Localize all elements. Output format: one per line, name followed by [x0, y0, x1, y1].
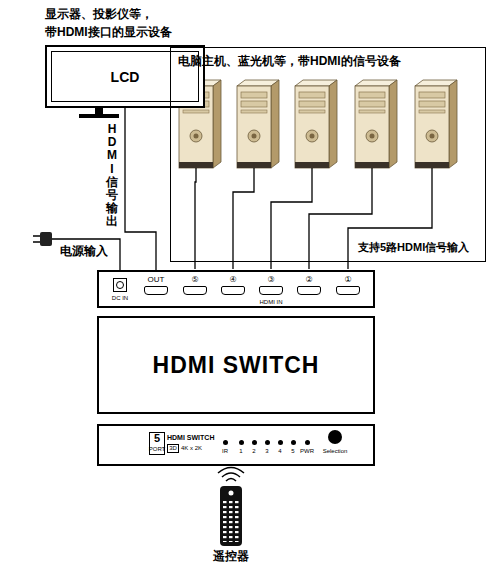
- node-text: ①: [333, 275, 363, 285]
- hdmi-out-port: OUT: [141, 275, 171, 299]
- monitor-base: [79, 114, 119, 118]
- power-adapter: [33, 232, 120, 274]
- panel-label: 3D: [167, 445, 179, 452]
- node-decoration: [278, 440, 283, 445]
- node-text: HDMI SWITCH: [153, 352, 320, 379]
- node-decoration: [223, 440, 228, 445]
- hdmi-in-port: ②: [294, 275, 324, 299]
- hdmi-in-port: ③: [256, 275, 286, 299]
- panel-label: 4: [270, 448, 290, 455]
- node-decoration: [239, 440, 244, 445]
- panel-label: PWR: [297, 448, 317, 455]
- node-decoration: [265, 440, 270, 445]
- computer-tower: [295, 80, 337, 168]
- node-text: ⑤: [180, 275, 210, 285]
- node-text: ③: [256, 275, 286, 285]
- panel-label: PORT: [148, 446, 166, 453]
- computer-tower: [355, 80, 397, 168]
- panel-label: 4K x 2K: [181, 445, 202, 452]
- switch-front-panel: HDMI SWITCH5PORT3D4K x 2KIR12345PWRSelec…: [97, 424, 375, 466]
- node-decoration: [183, 286, 207, 295]
- panel-label: 1: [231, 448, 251, 455]
- node-decoration: [297, 286, 321, 295]
- node-text: OUT: [141, 275, 171, 285]
- node-text: ②: [294, 275, 324, 285]
- node-decoration: [116, 281, 124, 289]
- node-decoration: [328, 430, 342, 444]
- monitor-neck: [95, 108, 103, 114]
- panel-label: 电源输入: [60, 243, 108, 260]
- panel-label: 2: [244, 448, 264, 455]
- hdmi-in-port: ①: [333, 275, 363, 299]
- remote-control: [218, 468, 244, 547]
- node-text: DC IN: [107, 295, 133, 301]
- node-decoration: [336, 286, 360, 295]
- panel-label: 3: [257, 448, 277, 455]
- node-decoration: [259, 286, 283, 295]
- dc-in-jack: DC IN: [107, 276, 133, 306]
- node-text: 支持5路HDMI信号输入: [358, 240, 469, 255]
- switch-body: HDMI SWITCH: [97, 316, 375, 414]
- node-text: LCD: [111, 69, 140, 85]
- hdmi-cables: [195, 168, 432, 269]
- hdmi-in-port: ⑤: [180, 275, 210, 299]
- node-decoration: [305, 440, 310, 445]
- node-text: 电脑主机、蓝光机等，带HDMI的信号设备: [178, 53, 401, 70]
- switch-rear-panel: HDMI IN DC IN OUT ⑤④③②①: [97, 270, 375, 308]
- node-decoration: [252, 440, 257, 445]
- node-text: HDMI IN: [249, 299, 293, 305]
- panel-label: 遥控器: [212, 549, 250, 564]
- panel-label: 5: [149, 432, 165, 445]
- hdmi-in-port: ④: [218, 275, 248, 299]
- node-text: ④: [218, 275, 248, 285]
- edge-label: HDMI信号输出: [106, 123, 118, 229]
- node-text: 显示器、投影仪等， 带HDMI接口的显示设备: [45, 5, 195, 41]
- signal-source-group: 电脑主机、蓝光机等，带HDMI的信号设备支持5路HDMI信号输入: [170, 47, 486, 262]
- node-decoration: [221, 286, 245, 295]
- node-decoration: [144, 286, 168, 295]
- node-text: HDMI SWITCH: [167, 433, 214, 442]
- hdmi-output-cable: [125, 108, 156, 275]
- panel-label: IR: [215, 448, 235, 455]
- computer-tower: [415, 80, 457, 168]
- computer-tower: [237, 80, 279, 168]
- panel-label: Selection: [310, 448, 360, 455]
- node-decoration: [291, 440, 296, 445]
